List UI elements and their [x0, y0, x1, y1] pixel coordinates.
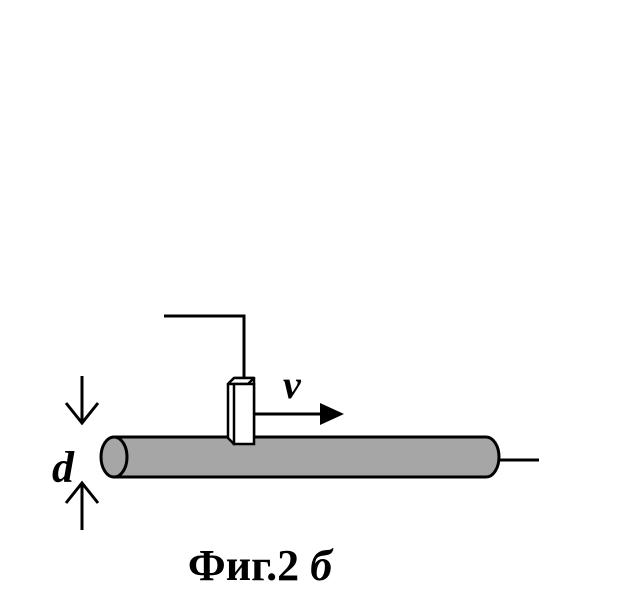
caption-suffix: б: [310, 541, 333, 590]
rod-body: [112, 435, 501, 479]
probe-lead-wire: [164, 314, 246, 380]
velocity-label: v: [283, 362, 302, 407]
figure-caption: Фиг.2 б: [0, 540, 520, 591]
velocity-arrow: [254, 403, 344, 425]
rod-end-face: [99, 435, 129, 479]
rod: [99, 435, 501, 479]
caption-main: Фиг.2: [187, 541, 300, 590]
diameter-label: d: [52, 443, 75, 492]
diameter-arrow-top: [64, 376, 100, 426]
diameter-arrow-bottom: [64, 480, 100, 530]
probe-block: [226, 376, 256, 446]
